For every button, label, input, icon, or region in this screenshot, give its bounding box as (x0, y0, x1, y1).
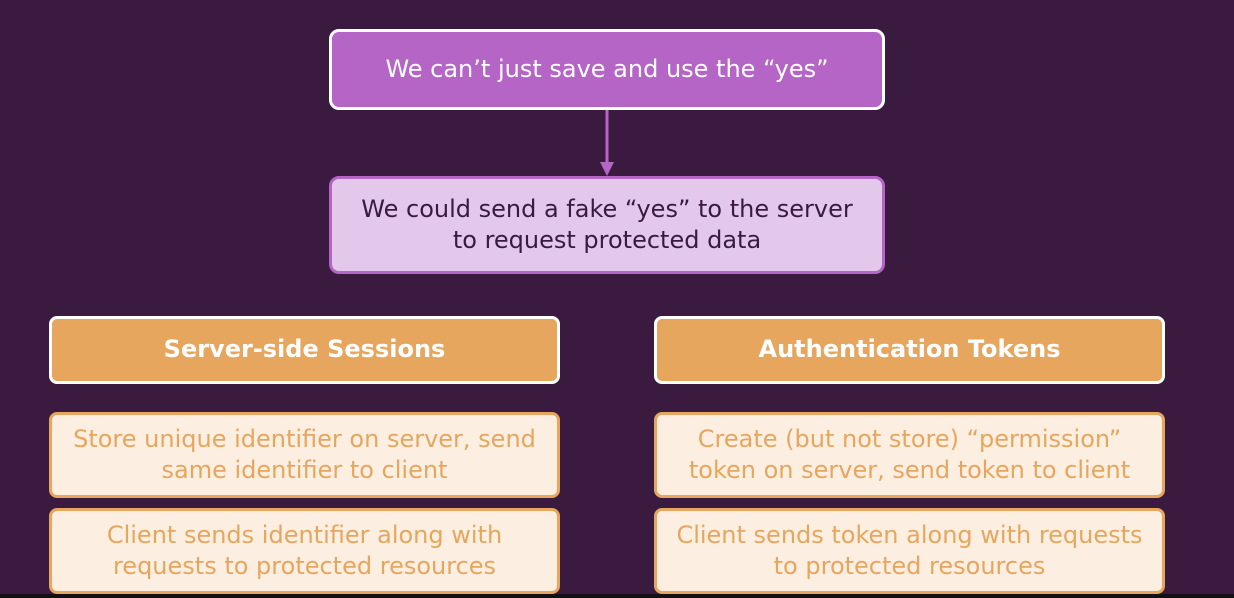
authentication-tokens-title: Authentication Tokens (758, 335, 1061, 364)
consequence-text: We could send a fake “yes” to the server… (361, 194, 853, 254)
server-side-sessions-header: Server-side Sessions (49, 316, 560, 384)
sessions-item-2-text: Client sends identifier along with reque… (106, 520, 503, 580)
tokens-item-2-text: Client sends token along with requests t… (676, 520, 1143, 580)
consequence-box: We could send a fake “yes” to the server… (329, 176, 885, 274)
tokens-item-1-text: Create (but not store) “permission” toke… (688, 424, 1131, 484)
sessions-item-1: Store unique identifier on server, send … (49, 412, 560, 498)
tokens-item-2: Client sends token along with requests t… (654, 508, 1165, 594)
top-statement-text: We can’t just save and use the “yes” (385, 54, 829, 83)
down-arrow-connector (600, 110, 614, 176)
authentication-tokens-header: Authentication Tokens (654, 316, 1165, 384)
sessions-item-1-text: Store unique identifier on server, send … (73, 424, 536, 484)
top-statement-box: We can’t just save and use the “yes” (329, 29, 885, 110)
bottom-edge-bar (0, 594, 1234, 598)
tokens-item-1: Create (but not store) “permission” toke… (654, 412, 1165, 498)
sessions-item-2: Client sends identifier along with reque… (49, 508, 560, 594)
server-side-sessions-title: Server-side Sessions (163, 335, 446, 364)
